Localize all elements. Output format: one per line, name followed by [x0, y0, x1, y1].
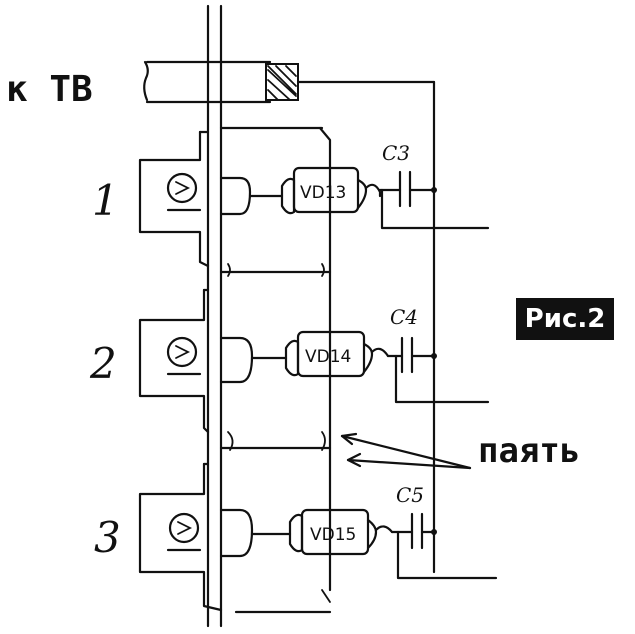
stage-1: 1 VD13 C3 [92, 130, 490, 268]
diode-body [296, 330, 366, 378]
stage-3: 3 VD15 C5 [94, 462, 498, 612]
stage-number: 1 [92, 176, 119, 225]
diode-body [292, 166, 360, 214]
stage-number: 2 [89, 339, 117, 388]
connector-icon [166, 336, 198, 368]
board-edge [206, 4, 223, 628]
capacitor-label: C4 [390, 305, 418, 329]
figure-label: Рис.2 [516, 298, 614, 340]
diode-label: VD13 [300, 183, 346, 203]
tv-cable-label: к ТВ [6, 69, 93, 110]
stage-number: 3 [94, 513, 121, 562]
partitions [219, 126, 332, 614]
solder-label: паять [478, 431, 580, 471]
connector-icon [166, 172, 198, 204]
connector-icon [168, 512, 200, 544]
diode-label: VD15 [310, 525, 356, 545]
solder-arrows [340, 432, 472, 470]
capacitor-label: C3 [382, 141, 410, 165]
coax-cable [143, 60, 436, 104]
capacitor-label: C5 [396, 483, 424, 507]
diode-label: VD14 [305, 347, 351, 367]
diode-body [300, 508, 370, 556]
stage-2: 2 VD14 C4 [89, 288, 490, 434]
